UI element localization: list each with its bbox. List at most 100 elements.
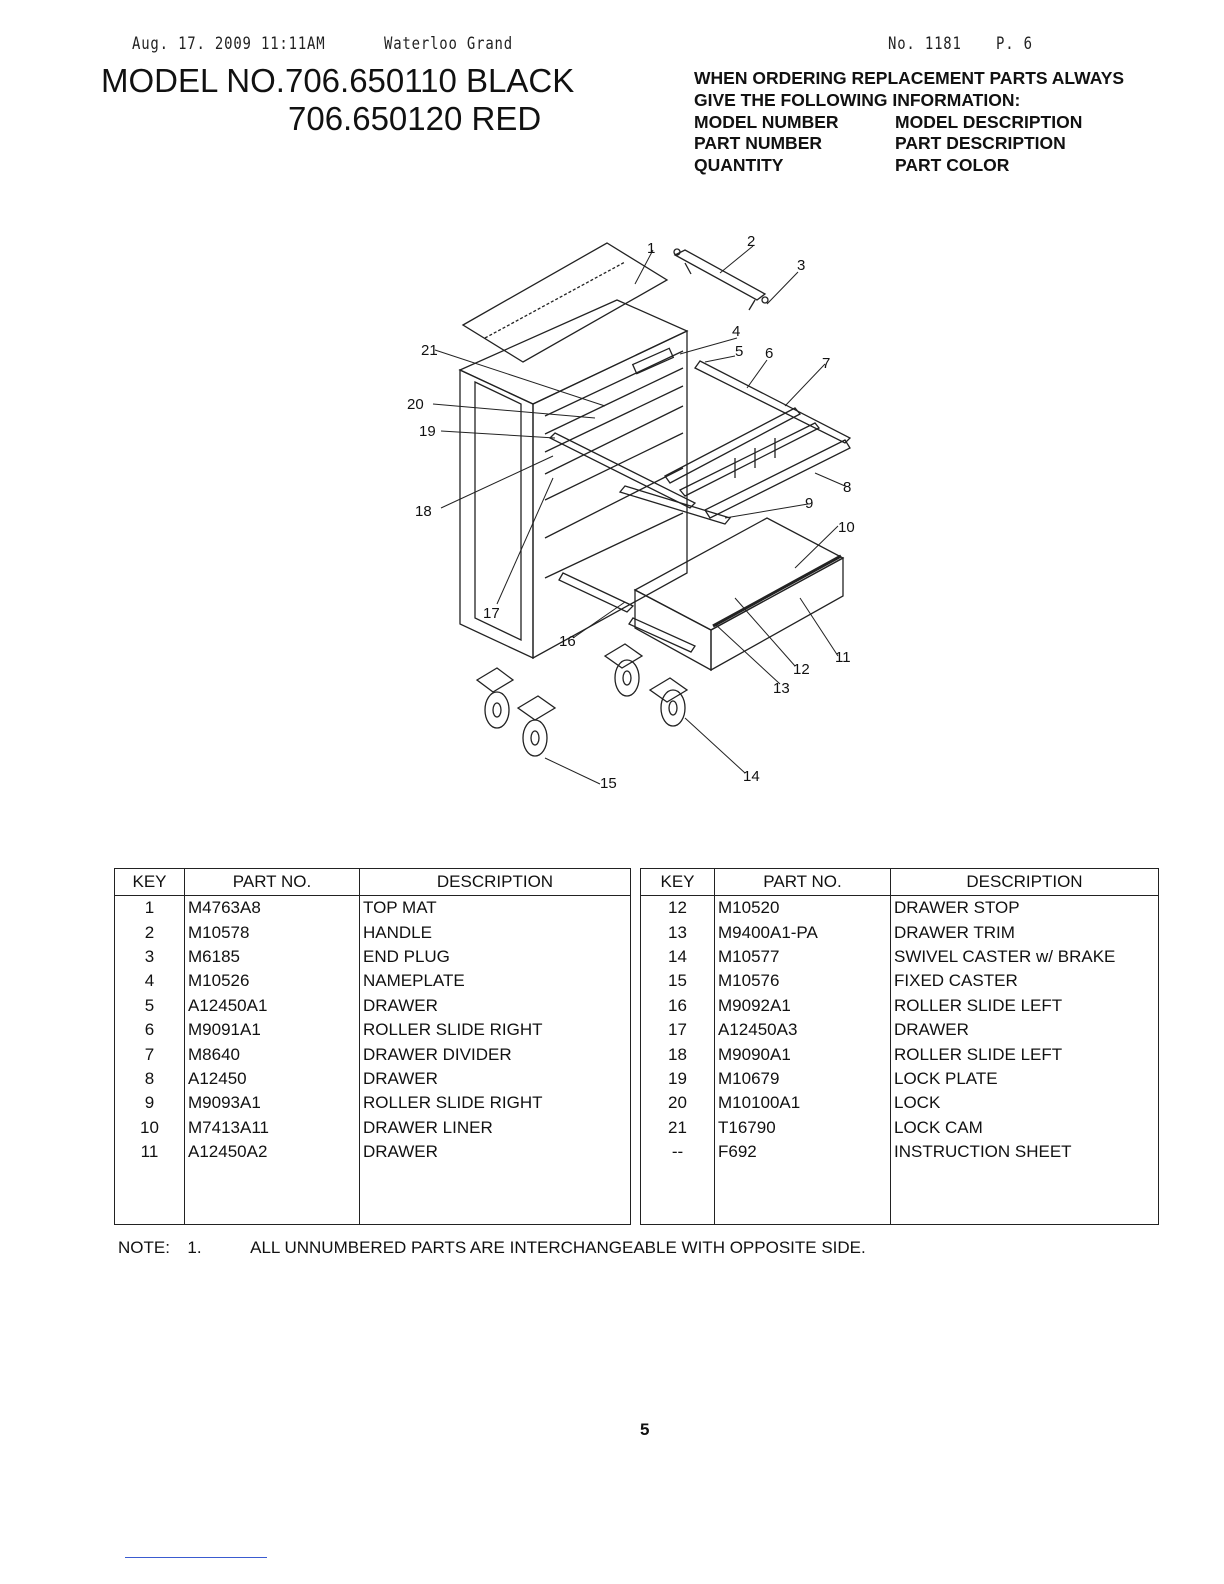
description-cell: NAMEPLATE [359, 969, 631, 994]
callout-1: 1 [647, 240, 655, 257]
blank-cell [359, 1164, 631, 1226]
ordering-info-line1: WHEN ORDERING REPLACEMENT PARTS ALWAYS [694, 68, 1125, 88]
blank-cell [114, 1164, 185, 1226]
caster-front-mid [516, 695, 557, 757]
fax-sender: Waterloo Grand [384, 34, 513, 54]
caster-rear-right [648, 677, 689, 727]
callout-7: 7 [822, 355, 830, 372]
key-cell: 16 [640, 993, 715, 1018]
key-cell: 13 [640, 920, 715, 945]
model-number-title: MODEL NO.706.650110 BLACK [101, 62, 575, 99]
key-cell: 4 [114, 969, 185, 994]
description-cell: ROLLER SLIDE RIGHT [359, 1091, 631, 1116]
description-cell: DRAWER LINER [359, 1115, 631, 1140]
description-cell: ROLLER SLIDE LEFT [890, 993, 1159, 1018]
callout-9: 9 [805, 495, 813, 512]
table-blank-row [114, 1164, 631, 1226]
info-part-description: PART DESCRIPTION [895, 133, 1066, 153]
exploded-parts-diagram: 1 2 3 4 5 6 7 8 9 10 11 12 13 14 15 16 1… [407, 233, 855, 792]
part-no-cell: M9090A1 [714, 1042, 891, 1067]
key-cell: 1 [114, 895, 185, 921]
part-no-cell: F692 [714, 1139, 891, 1165]
caster-front-left [475, 667, 515, 729]
table-blank-row [640, 1164, 1159, 1226]
part-no-cell: M10100A1 [714, 1091, 891, 1116]
part-no-cell: A12450A2 [184, 1139, 360, 1165]
model-number-alt: 706.650120 RED [288, 100, 542, 137]
description-cell: TOP MAT [359, 895, 631, 921]
callout-17: 17 [483, 605, 500, 622]
description-cell: ROLLER SLIDE RIGHT [359, 1017, 631, 1043]
callout-10: 10 [838, 519, 855, 536]
part-no-cell: A12450 [184, 1066, 360, 1092]
info-quantity: QUANTITY [694, 155, 784, 175]
description-cell: DRAWER [359, 1066, 631, 1092]
key-cell: 8 [114, 1066, 185, 1092]
page-number: 5 [640, 1420, 650, 1439]
key-cell: 18 [640, 1042, 715, 1067]
part-no-cell: A12450A3 [714, 1017, 891, 1043]
description-cell: DRAWER [359, 993, 631, 1018]
part-no-cell: T16790 [714, 1115, 891, 1140]
part-no-cell: M7413A11 [184, 1115, 360, 1140]
fax-page: P. 6 [996, 34, 1033, 54]
note-number: 1. [187, 1238, 202, 1257]
callout-21: 21 [421, 342, 438, 359]
key-cell: 6 [114, 1017, 185, 1043]
blank-cell [640, 1164, 715, 1226]
key-cell: -- [640, 1139, 715, 1165]
part-no-cell: M9092A1 [714, 993, 891, 1018]
key-cell: 2 [114, 920, 185, 945]
callout-14: 14 [743, 768, 760, 785]
description-cell: SWIVEL CASTER w/ BRAKE [890, 944, 1159, 970]
description-cell: DRAWER STOP [890, 895, 1159, 921]
description-cell: END PLUG [359, 944, 631, 970]
info-part-color: PART COLOR [895, 155, 1010, 175]
description-cell: ROLLER SLIDE LEFT [890, 1042, 1159, 1067]
part-no-cell: M10526 [184, 969, 360, 994]
table-header-row: KEY PART NO. DESCRIPTION [640, 868, 1159, 896]
column-header-key: KEY [640, 868, 715, 896]
key-cell: 10 [114, 1115, 185, 1140]
key-cell: 3 [114, 944, 185, 970]
key-cell: 11 [114, 1139, 185, 1165]
column-header-description: DESCRIPTION [890, 868, 1159, 896]
footer-rule [125, 1557, 267, 1558]
part-no-cell: M9091A1 [184, 1017, 360, 1043]
key-cell: 9 [114, 1091, 185, 1116]
callout-12: 12 [793, 661, 810, 678]
blank-cell [184, 1164, 360, 1226]
column-header-key: KEY [114, 868, 185, 896]
key-cell: 15 [640, 969, 715, 994]
table-header-row: KEY PART NO. DESCRIPTION [114, 868, 631, 896]
part-no-cell: M10577 [714, 944, 891, 970]
column-header-description: DESCRIPTION [359, 868, 631, 896]
diagram-drawing [458, 242, 852, 757]
description-cell: DRAWER [890, 1017, 1159, 1043]
key-cell: 19 [640, 1066, 715, 1092]
caster-rear-left [603, 643, 644, 697]
description-cell: LOCK PLATE [890, 1066, 1159, 1092]
description-cell: DRAWER TRIM [890, 920, 1159, 945]
note-label: NOTE: [118, 1238, 170, 1257]
key-cell: 17 [640, 1017, 715, 1043]
description-cell: LOCK CAM [890, 1115, 1159, 1140]
info-part-number: PART NUMBER [694, 133, 823, 153]
blank-cell [890, 1164, 1159, 1226]
description-cell: FIXED CASTER [890, 969, 1159, 994]
